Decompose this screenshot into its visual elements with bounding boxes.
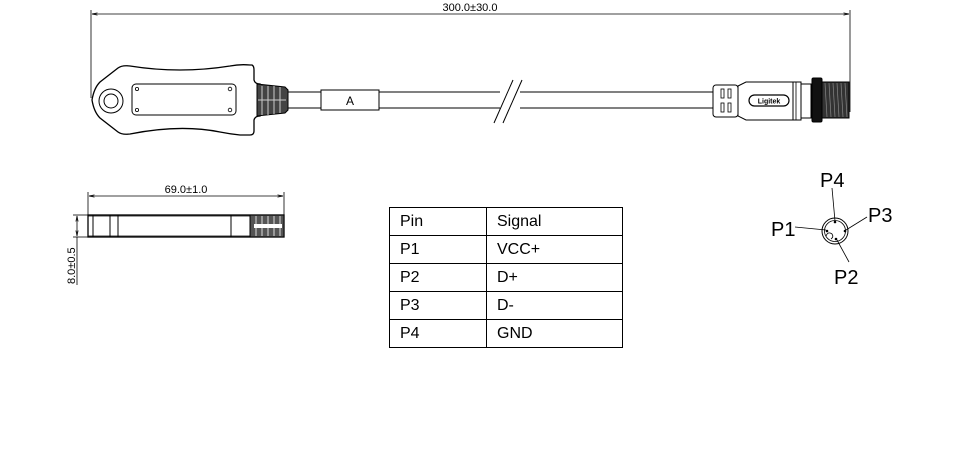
connector-logo-text: Ligitek (758, 99, 781, 106)
pin-p3-dot (843, 229, 847, 233)
break-symbol (493, 79, 523, 124)
overall-length-dimension: 300.0±30.0 (90, 2, 851, 112)
pin-label-p1: P1 (771, 219, 795, 241)
thread (821, 81, 850, 119)
cable-marker (320, 89, 380, 111)
body-thickness-label: 8.0±0.5 (66, 247, 78, 284)
signal-cell: VCC+ (486, 235, 623, 264)
cable: A (288, 79, 713, 124)
pin-p1-dot (825, 229, 829, 233)
pin-cell: P4 (389, 319, 487, 348)
table-row: P2 D+ (389, 263, 623, 292)
header-signal: Signal (486, 207, 623, 236)
pin-cell: P1 (389, 235, 487, 264)
table-row: P1 VCC+ (389, 235, 623, 264)
sensor-body-top-view (91, 64, 289, 136)
side-strain-relief (249, 214, 285, 238)
header-pin: Pin (389, 207, 487, 236)
pin-cell: P3 (389, 291, 487, 320)
pin-p4-dot (833, 220, 837, 224)
pin-label-p2: P2 (834, 267, 858, 289)
cable-marker-label: A (346, 94, 354, 108)
pin-signal-table: Pin Signal P1 VCC+ P2 D+ P3 D- P4 GND (389, 207, 623, 348)
pin-label-p3: P3 (868, 205, 892, 227)
table-row: P3 D- (389, 291, 623, 320)
table-row: P4 GND (389, 319, 623, 348)
pin-label-p4: P4 (820, 170, 844, 192)
signal-cell: GND (486, 319, 623, 348)
mounting-hole-icon (98, 88, 124, 114)
connector-logo (748, 94, 790, 107)
pin-cell: P2 (389, 263, 487, 292)
pinout-diagram: P1 P2 P3 P4 (771, 170, 892, 289)
signal-cell: D+ (486, 263, 623, 292)
pin-p2-dot (834, 237, 838, 241)
body-length-label: 69.0±1.0 (165, 184, 208, 196)
label-plate (131, 83, 237, 116)
strain-relief (256, 83, 289, 117)
sensor-body-side-view: 69.0±1.0 8.0±0.5 (66, 184, 285, 285)
m12-connector: Ligitek (712, 77, 850, 123)
signal-cell: D- (486, 291, 623, 320)
overall-length-label: 300.0±30.0 (443, 2, 498, 14)
table-header-row: Pin Signal (389, 207, 623, 236)
